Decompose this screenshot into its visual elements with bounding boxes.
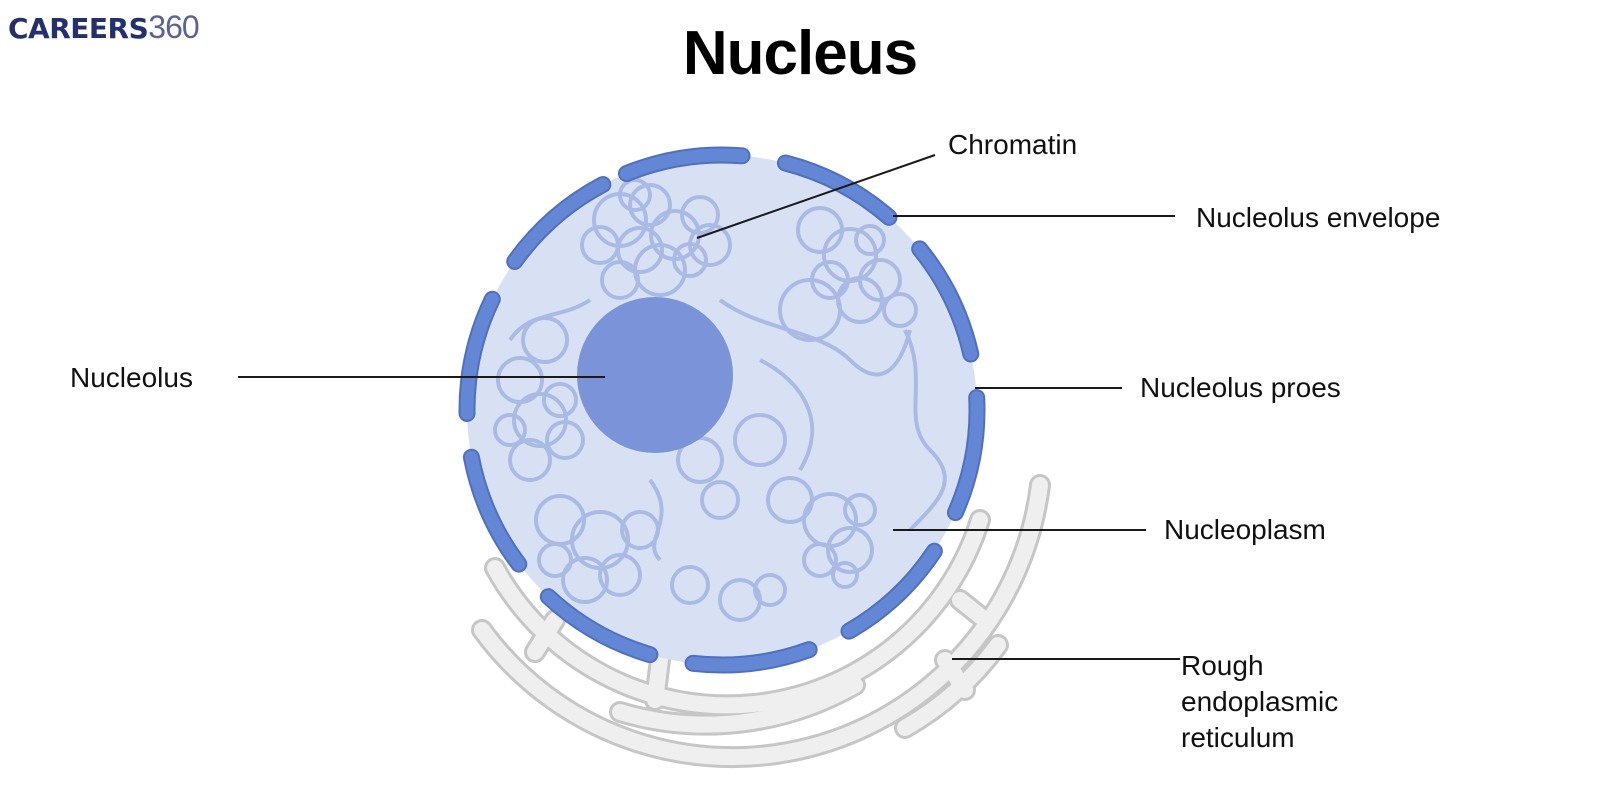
- leader-chromatin: [696, 154, 936, 239]
- nucleolus-body: [577, 297, 733, 453]
- label-nucleolus-pores: Nucleolus proes: [1140, 372, 1341, 403]
- logo-brand: CAREERS: [8, 12, 149, 45]
- diagram-title: Nucleus: [682, 19, 918, 88]
- label-nucleolus-envelope: Nucleolus envelope: [1196, 202, 1441, 233]
- label-nucleoplasm: Nucleoplasm: [1164, 514, 1326, 545]
- rough-er-shape: [471, 474, 1051, 769]
- careers360-logo: CAREERS360: [8, 8, 200, 48]
- label-nucleolus: Nucleolus: [70, 362, 193, 393]
- label-rough-er: Rough endoplasmic reticulum: [1181, 650, 1339, 753]
- label-chromatin: Chromatin: [948, 129, 1078, 160]
- logo-number: 360: [148, 9, 199, 45]
- nuclear-envelope-inner: [460, 148, 984, 672]
- leader-lines: [238, 154, 1180, 660]
